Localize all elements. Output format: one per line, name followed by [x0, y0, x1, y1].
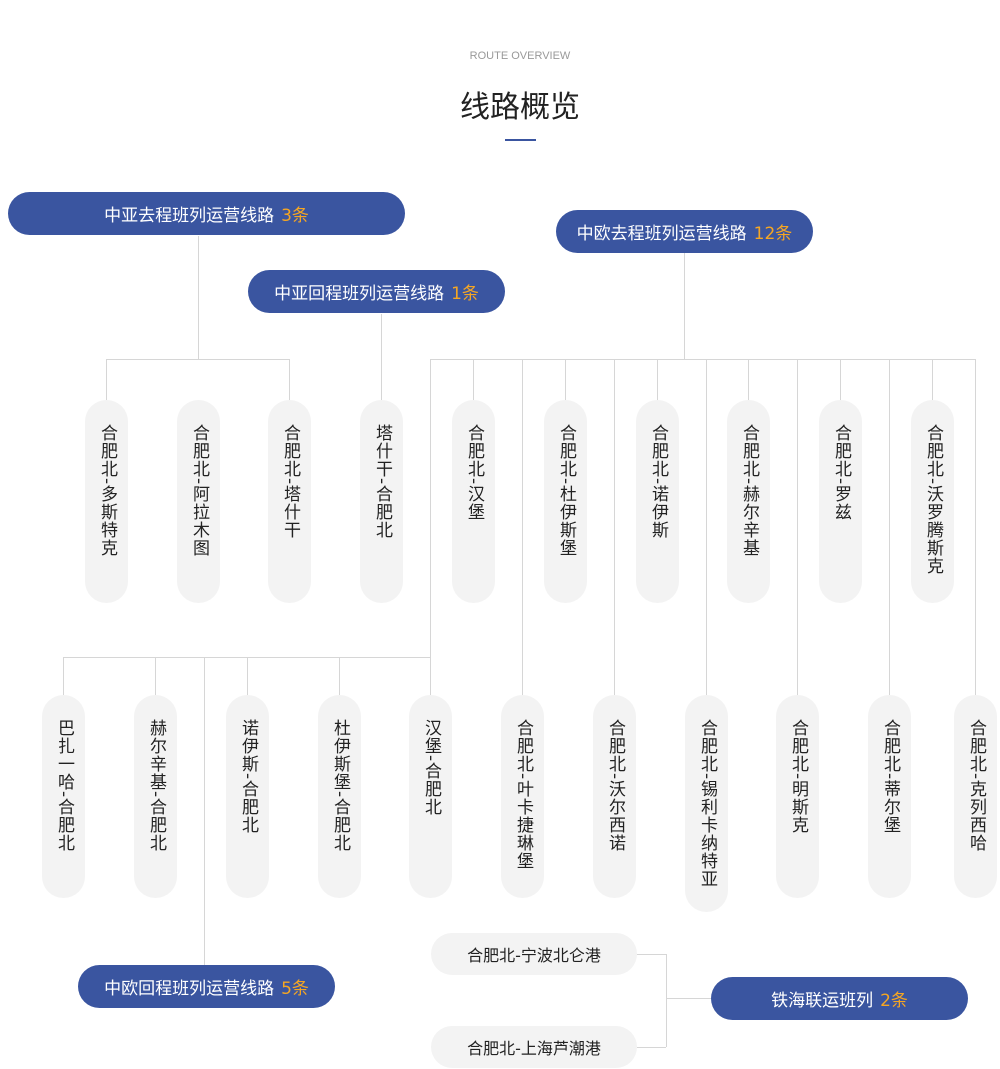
connector: [155, 657, 156, 695]
group-count: 3条: [281, 206, 309, 226]
route-label: 合肥北-汉堡: [464, 424, 484, 522]
route-label: 合肥北-塔什干: [280, 424, 300, 540]
route-pill[interactable]: 合肥北-叶卡捷琳堡: [501, 695, 544, 898]
connector: [63, 657, 64, 695]
connector: [706, 359, 707, 695]
route-pill[interactable]: 合肥北-多斯特克: [85, 400, 128, 603]
connector: [522, 359, 523, 695]
group-label: 中欧回程班列运营线路: [104, 979, 275, 999]
route-pill[interactable]: 合肥北-锡利卡纳特亚: [685, 695, 728, 912]
route-label: 诺伊斯-合肥北: [238, 719, 258, 835]
route-pill[interactable]: 合肥北-诺伊斯: [636, 400, 679, 603]
route-label: 合肥北-罗兹: [831, 424, 851, 522]
route-label: 合肥北-赫尔辛基: [739, 424, 759, 558]
connector: [840, 359, 841, 400]
route-pill[interactable]: 合肥北-杜伊斯堡: [544, 400, 587, 603]
connector: [666, 998, 712, 999]
connector: [339, 657, 340, 695]
title-underline: [505, 139, 536, 141]
connector: [565, 359, 566, 400]
route-pill[interactable]: 汉堡-合肥北: [409, 695, 452, 898]
connector: [106, 359, 290, 360]
route-pill[interactable]: 合肥北-蒂尔堡: [868, 695, 911, 898]
page-title: 线路概览: [460, 90, 580, 125]
route-label: 合肥北-阿拉木图: [189, 424, 209, 558]
route-label: 赫尔辛基-合肥北: [146, 719, 166, 853]
route-label: 合肥北-明斯克: [788, 719, 808, 835]
connector: [247, 657, 248, 695]
route-label: 合肥北-多斯特克: [97, 424, 117, 558]
route-pill[interactable]: 合肥北-沃尔西诺: [593, 695, 636, 898]
route-pill[interactable]: 合肥北-克列西哈: [954, 695, 997, 898]
connector: [614, 359, 615, 695]
route-label: 合肥北-叶卡捷琳堡: [513, 719, 533, 871]
group-label: 中亚去程班列运营线路: [104, 206, 275, 226]
connector: [657, 359, 658, 400]
connector: [797, 359, 798, 695]
route-pill[interactable]: 赫尔辛基-合肥北: [134, 695, 177, 898]
route-label: 合肥北-沃尔西诺: [605, 719, 625, 853]
connector: [473, 359, 474, 400]
connector: [748, 359, 749, 400]
connector: [289, 359, 290, 400]
section-subtitle: ROUTE OVERVIEW: [469, 50, 571, 62]
route-pill[interactable]: 合肥北-沃罗腾斯克: [911, 400, 954, 603]
group-label: 中欧去程班列运营线路: [576, 224, 747, 244]
route-label: 合肥北-诺伊斯: [648, 424, 668, 540]
connector: [198, 236, 199, 359]
route-pill[interactable]: 合肥北-上海芦潮港: [431, 1026, 637, 1068]
connector: [975, 359, 976, 695]
connector: [204, 657, 205, 965]
route-label: 合肥北-蒂尔堡: [880, 719, 900, 835]
route-pill[interactable]: 合肥北-汉堡: [452, 400, 495, 603]
route-pill[interactable]: 合肥北-阿拉木图: [177, 400, 220, 603]
connector: [637, 954, 666, 955]
connector: [381, 314, 382, 400]
route-pill[interactable]: 塔什干-合肥北: [360, 400, 403, 603]
route-label: 巴扎一哈-合肥北: [54, 719, 74, 853]
connector: [63, 657, 431, 658]
group-europe-outbound[interactable]: 中欧去程班列运营线路 12条: [556, 210, 813, 253]
connector: [666, 954, 667, 1047]
group-sea-rail[interactable]: 铁海联运班列 2条: [711, 977, 968, 1020]
route-label: 杜伊斯堡-合肥北: [330, 719, 350, 853]
route-label: 汉堡-合肥北: [421, 719, 441, 817]
connector: [430, 359, 431, 695]
route-pill[interactable]: 合肥北-塔什干: [268, 400, 311, 603]
connector: [889, 359, 890, 695]
group-label: 铁海联运班列: [771, 991, 874, 1011]
connector: [684, 253, 685, 359]
route-label: 合肥北-沃罗腾斯克: [923, 424, 943, 576]
route-pill[interactable]: 杜伊斯堡-合肥北: [318, 695, 361, 898]
connector: [430, 359, 976, 360]
route-pill[interactable]: 合肥北-赫尔辛基: [727, 400, 770, 603]
connector: [932, 359, 933, 400]
group-europe-return[interactable]: 中欧回程班列运营线路 5条: [78, 965, 335, 1008]
group-count: 12条: [753, 224, 793, 244]
route-label: 合肥北-上海芦潮港: [467, 1039, 601, 1058]
route-label: 合肥北-克列西哈: [966, 719, 986, 853]
route-pill[interactable]: 合肥北-罗兹: [819, 400, 862, 603]
route-pill[interactable]: 诺伊斯-合肥北: [226, 695, 269, 898]
route-pill[interactable]: 巴扎一哈-合肥北: [42, 695, 85, 898]
group-label: 中亚回程班列运营线路: [274, 284, 445, 304]
group-count: 1条: [451, 284, 479, 304]
route-label: 合肥北-宁波北仑港: [467, 946, 601, 965]
route-pill[interactable]: 合肥北-明斯克: [776, 695, 819, 898]
route-label: 塔什干-合肥北: [372, 424, 392, 540]
connector: [106, 359, 107, 400]
route-label: 合肥北-锡利卡纳特亚: [697, 719, 717, 889]
group-count: 5条: [281, 979, 309, 999]
connector: [637, 1047, 666, 1048]
group-count: 2条: [880, 991, 908, 1011]
route-pill[interactable]: 合肥北-宁波北仑港: [431, 933, 637, 975]
group-central-asia-outbound[interactable]: 中亚去程班列运营线路 3条: [8, 192, 405, 235]
group-central-asia-return[interactable]: 中亚回程班列运营线路 1条: [248, 270, 505, 313]
route-label: 合肥北-杜伊斯堡: [556, 424, 576, 558]
